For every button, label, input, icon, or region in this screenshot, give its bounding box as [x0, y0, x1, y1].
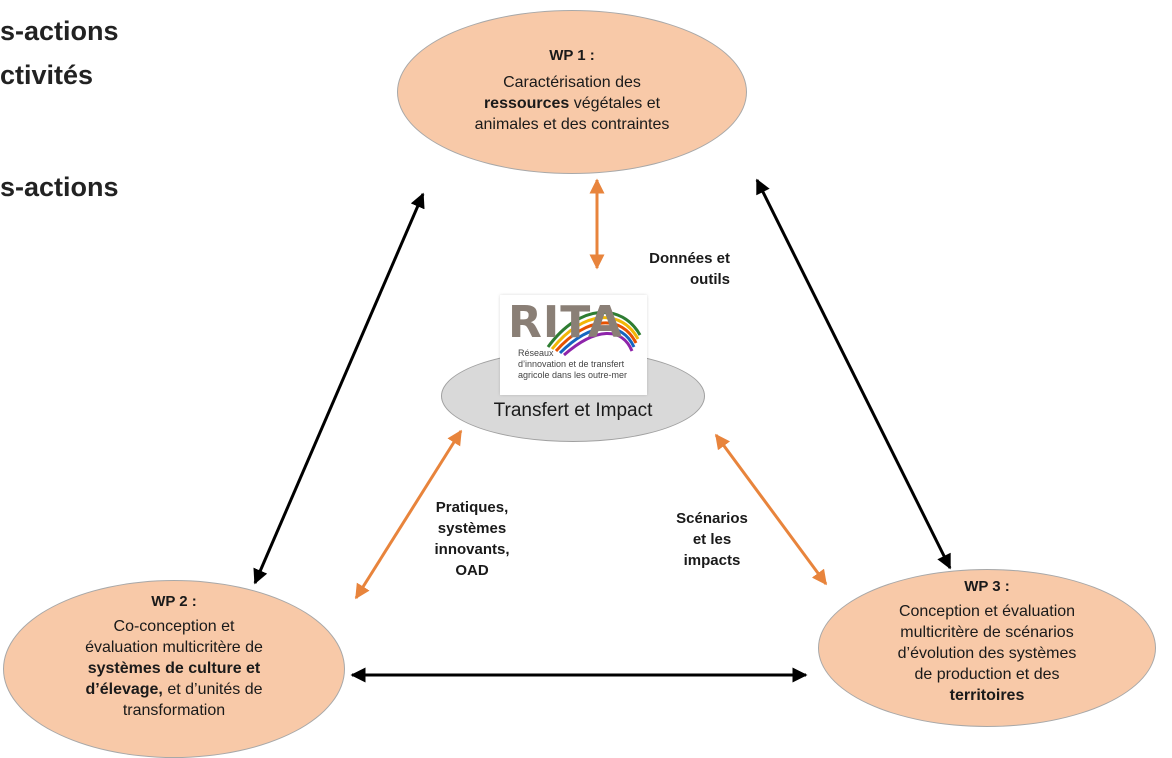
label-scenarios-line-3: impacts [683, 552, 741, 569]
label-scenarios-line-1: Scénarios [676, 510, 748, 527]
logo-tagline-2: d’innovation et de transfert [518, 359, 625, 369]
wp2-line-1: Co-conception et [113, 618, 235, 635]
label-practices-line-3: innovants, [434, 541, 510, 558]
wp2-line-3: systèmes de culture et [87, 660, 261, 677]
wp1-node: WP 1 : Caractérisation des ressources vé… [397, 10, 747, 174]
wp1-line-2: ressources végétales et [484, 93, 660, 114]
wp3-line-1: Conception et évaluation [898, 603, 1076, 620]
wp3-line-3: d’évolution des systèmes [897, 645, 1077, 662]
wp1-keyword: ressources [483, 95, 570, 112]
wp3-title: WP 3 : [964, 578, 1010, 595]
logo-tagline-3: agricole dans les outre-mer [518, 370, 628, 380]
side-heading-line-1: s-actions [0, 16, 119, 46]
arrow-wp1-wp3 [755, 178, 952, 570]
wp3-line-5: territoires [949, 687, 1025, 704]
arrow-wp2-center [354, 429, 463, 600]
label-practices: Pratiques, systèmes innovants, OAD [407, 497, 537, 581]
center-label: Transfert et Impact [493, 400, 653, 421]
logo-tagline-1: Réseaux [518, 348, 554, 358]
wp1-line-3: animales et des contraintes [474, 116, 670, 133]
wp2-node: WP 2 : Co-conception et évaluation multi… [3, 580, 345, 758]
logo-swoosh-icon [546, 311, 642, 357]
wp2-line-5: transformation [122, 702, 226, 719]
wp2-line-4: d’élevage, et d’unités de [86, 679, 263, 700]
wp1-line-2-rest: végétales et [569, 95, 661, 112]
wp3-line-4: de production et des [914, 666, 1060, 683]
wp3-line-2: multicritère de scénarios [900, 624, 1074, 641]
label-data-tools-line-2: outils [690, 271, 730, 288]
wp2-line-2: évaluation multicritère de [85, 639, 263, 656]
label-data-tools-line-1: Données et [649, 250, 730, 267]
rita-logo: RITA Réseaux d’innovation et de transfer… [500, 295, 647, 395]
label-scenarios: Scénarios et les impacts [657, 508, 767, 571]
label-practices-line-4: OAD [455, 562, 489, 579]
arrow-wp1-wp2 [253, 192, 425, 585]
wp1-line-1: Caractérisation des [503, 74, 641, 91]
wp2-title: WP 2 : [151, 593, 197, 610]
wp2-keyword: d’élevage, [85, 681, 163, 698]
wp3-node: WP 3 : Conception et évaluation multicri… [818, 569, 1156, 727]
arrow-wp3-center [714, 433, 828, 586]
wp1-title: WP 1 : [549, 47, 595, 64]
label-practices-line-2: systèmes [437, 520, 507, 537]
logo-wordmark: RITA [508, 297, 623, 348]
label-data-tools: Données et outils [610, 248, 730, 290]
label-scenarios-line-2: et les [692, 531, 732, 548]
side-heading-line-3: s-actions [0, 172, 119, 202]
side-heading-line-2: ctivités [0, 60, 94, 90]
label-practices-line-1: Pratiques, [435, 499, 509, 516]
wp2-line-4-rest: et d’unités de [162, 681, 263, 698]
